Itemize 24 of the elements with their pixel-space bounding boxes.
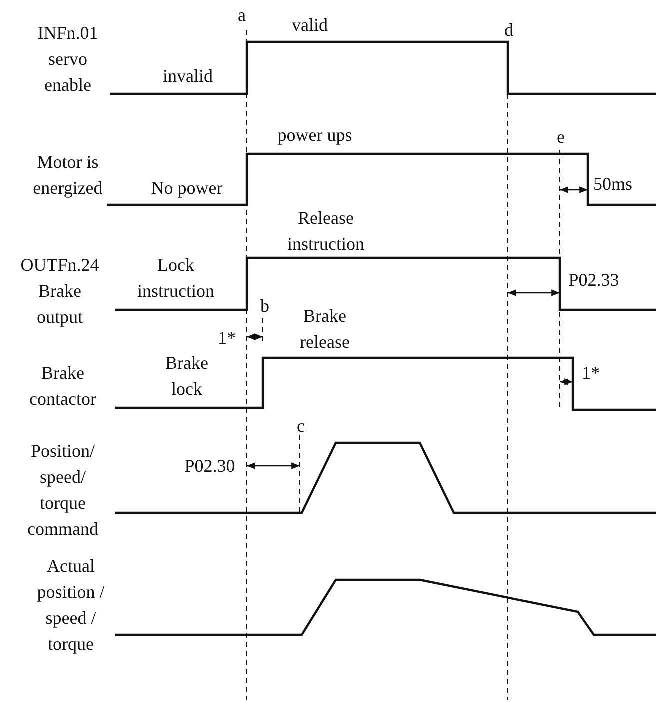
signal-name: OUTFn.24 Brake output (20, 254, 100, 329)
state-label: No power (151, 177, 223, 200)
parameter-label: P02.33 (568, 269, 620, 292)
time-label: 1* (582, 362, 600, 385)
event-marker: d (504, 19, 514, 42)
time-label: 50ms (594, 173, 632, 196)
signal-name: Brake contactor (28, 362, 98, 411)
state-label: valid (292, 14, 328, 37)
state-label: invalid (163, 65, 213, 88)
state-label: Release instruction (286, 207, 366, 256)
signal-name: Position/ speed/ torque command (26, 440, 100, 541)
state-label: Brake release (299, 305, 351, 354)
signal-name: Actual position / speed / torque (36, 555, 106, 656)
time-label: 1* (218, 327, 236, 350)
state-label: power ups (278, 124, 352, 147)
event-marker: a (238, 4, 246, 27)
state-label: Lock instruction (136, 254, 216, 303)
parameter-label: P02.30 (184, 455, 236, 478)
event-marker: e (557, 126, 565, 149)
event-marker: c (297, 415, 305, 438)
event-marker: b (260, 295, 270, 318)
signal-name: Motor is energized (32, 151, 104, 200)
signal-name: INFn.01 servo enable (36, 22, 100, 97)
state-label: Brake lock (164, 352, 210, 401)
